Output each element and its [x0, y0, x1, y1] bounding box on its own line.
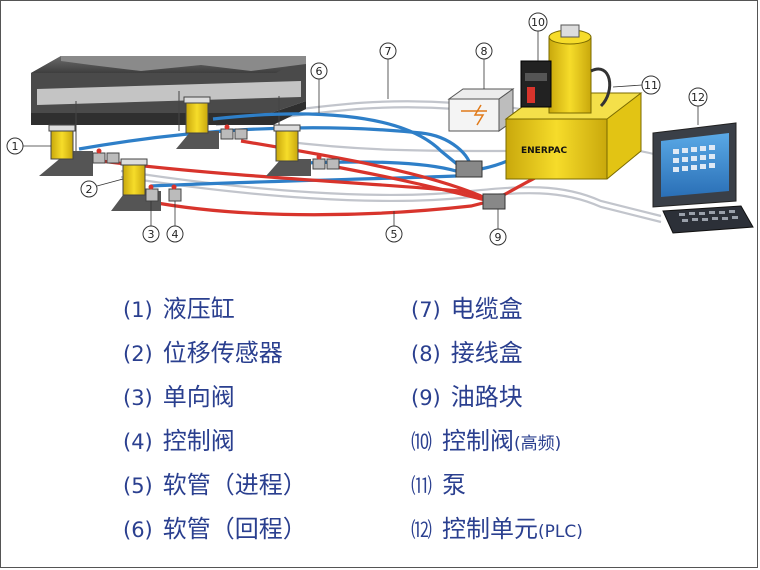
legend-item-4: (4) 控制阀 — [123, 426, 235, 456]
svg-text:2: 2 — [86, 183, 93, 196]
callout-12: 12 — [688, 87, 708, 107]
legend-num: (7) — [411, 298, 441, 322]
svg-text:10: 10 — [531, 16, 545, 29]
hydraulic-cylinder — [176, 96, 219, 149]
legend-label: 电缆盒 — [450, 295, 523, 323]
svg-text:6: 6 — [316, 65, 323, 78]
callout-3: 3 — [142, 225, 160, 243]
manifold-block-upper — [455, 160, 483, 178]
legend-label: 控制单元 — [442, 515, 538, 543]
legend-item-5: (5) 软管（进程） — [123, 470, 307, 500]
legend-label: 单向阀 — [162, 383, 235, 411]
svg-text:12: 12 — [691, 91, 705, 104]
callout-7: 7 — [379, 42, 397, 60]
svg-text:11: 11 — [644, 79, 658, 92]
callout-11: 11 — [641, 75, 661, 95]
legend-label: 液压缸 — [162, 295, 235, 323]
legend-num: ⑾ — [411, 474, 432, 498]
legend-label: 位移传感器 — [162, 339, 283, 367]
legend-num: (1) — [123, 298, 153, 322]
legend-item-1: (1) 液压缸 — [123, 294, 235, 324]
legend-sublabel: (高频) — [514, 434, 562, 454]
svg-text:5: 5 — [391, 228, 398, 241]
legend-item-3: (3) 单向阀 — [123, 382, 235, 412]
legend-num: (2) — [123, 342, 153, 366]
callout-6: 6 — [310, 62, 328, 80]
callout-1: 1 — [6, 137, 24, 155]
legend-label: 接线盒 — [450, 339, 523, 367]
valve-group — [92, 128, 340, 202]
svg-text:7: 7 — [385, 45, 392, 58]
legend-num: (8) — [411, 342, 441, 366]
callout-8: 8 — [475, 42, 493, 60]
hydraulic-cylinder — [39, 124, 93, 176]
callout-9: 9 — [489, 228, 507, 246]
plc-control-unit — [652, 122, 754, 234]
legend-label: 软管（回程） — [162, 515, 307, 543]
junction-box — [447, 88, 515, 132]
hydraulic-cylinder — [266, 124, 311, 176]
legend-num: (3) — [123, 386, 153, 410]
legend-label: 油路块 — [450, 383, 523, 411]
callout-10: 10 — [528, 12, 548, 32]
legend-num: (9) — [411, 386, 441, 410]
legend-item-10: ⑽ 控制阀(高频) — [411, 426, 561, 456]
concrete-slab — [31, 56, 306, 151]
legend-item-9: (9) 油路块 — [411, 382, 523, 412]
legend-label: 控制阀 — [442, 427, 514, 455]
callout-2: 2 — [80, 180, 98, 198]
legend-item-2: (2) 位移传感器 — [123, 338, 283, 368]
leader-lines — [23, 31, 699, 229]
legend-label: 控制阀 — [162, 427, 235, 455]
svg-text:9: 9 — [495, 231, 502, 244]
pump-brand-label: ENERPAC — [521, 146, 567, 156]
legend-item-8: (8) 接线盒 — [411, 338, 523, 368]
legend-label: 软管（进程） — [162, 471, 307, 499]
legend-num: (4) — [123, 430, 153, 454]
legend-num: ⑿ — [411, 518, 432, 542]
legend-num: (5) — [123, 474, 153, 498]
svg-text:3: 3 — [148, 228, 155, 241]
callout-5: 5 — [385, 225, 403, 243]
callout-4: 4 — [166, 225, 184, 243]
legend-item-6: (6) 软管（回程） — [123, 514, 307, 544]
hydraulic-pump-unit: ENERPAC — [504, 24, 643, 180]
legend-label: 泵 — [442, 471, 466, 499]
legend-item-7: (7) 电缆盒 — [411, 294, 523, 324]
legend-num: ⑽ — [411, 430, 432, 454]
advance-hoses — [100, 139, 552, 217]
callouts: 1 2 3 4 5 6 7 8 9 10 11 12 — [6, 12, 708, 246]
legend-sublabel: (PLC) — [538, 522, 583, 542]
manifold-block-lower — [482, 193, 506, 210]
legend-item-11: ⑾泵 — [411, 470, 466, 500]
svg-text:8: 8 — [481, 45, 488, 58]
legend-num: (6) — [123, 518, 153, 542]
svg-text:4: 4 — [172, 228, 179, 241]
hydraulic-system-illustration: ENERPAC — [6, 12, 754, 246]
legend-item-12: ⑿ 控制单元(PLC) — [411, 514, 583, 544]
svg-text:1: 1 — [12, 140, 19, 153]
